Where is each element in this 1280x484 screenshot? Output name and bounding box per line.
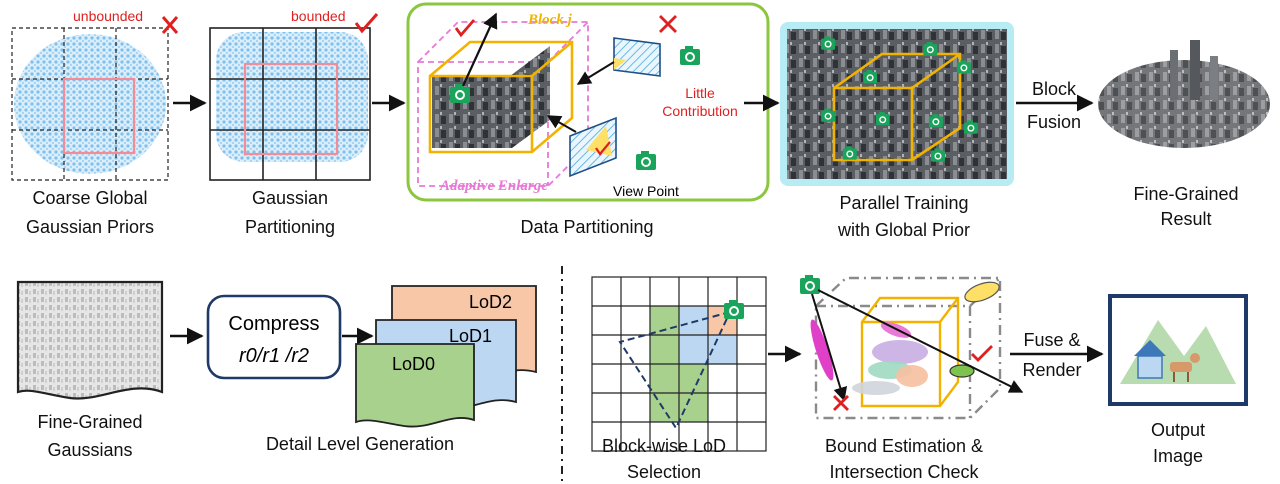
camera-icon [724, 300, 744, 319]
inner-block-box [860, 296, 960, 408]
cross-mark-icon [161, 16, 179, 34]
cross-mark-icon [659, 15, 677, 33]
compress-formula: r0/r1 /r2 [239, 345, 309, 367]
fuse-render-1: Fuse & [1023, 330, 1080, 350]
tower [1190, 40, 1200, 100]
view-ray [817, 289, 1024, 393]
fine-gauss-caption-1: Fine-Grained [37, 412, 142, 432]
blockwise-caption-2: Selection [627, 462, 701, 482]
blockwise-caption-1: Block-wise LoD [602, 436, 726, 456]
gaussian-ellipse [896, 365, 928, 387]
goat-head [1190, 353, 1200, 363]
output-image-panel: Output Image [1108, 294, 1248, 466]
coarse-caption-2: Gaussian Priors [26, 217, 154, 237]
adaptive-enlarge-label: Adaptive Enlarge [439, 178, 548, 194]
view-ray [576, 61, 615, 85]
unbounded-tag: unbounded [73, 8, 143, 24]
coarse-caption-1: Coarse Global [32, 188, 147, 208]
gauss-part-caption-2: Partitioning [245, 217, 335, 237]
data-partition-panel: Block j Little Contribution Adaptive Enl… [406, 2, 770, 237]
gaussian-ellipse [810, 319, 834, 381]
fine-gaussians-panel: Fine-Grained Gaussians [16, 280, 164, 460]
data-part-caption: Data Partitioning [520, 217, 653, 237]
goat-legs [1173, 372, 1189, 382]
view-point-label: View Point [613, 183, 679, 199]
coarse-priors-panel: unbounded Coarse Global Gaussian Priors [11, 8, 179, 237]
output-caption-1: Output [1151, 420, 1205, 440]
block-fusion-1: Block [1032, 79, 1077, 99]
detail-level-caption: Detail Level Generation [266, 434, 454, 454]
lod1-label: LoD1 [449, 326, 492, 346]
view-ray [546, 115, 577, 133]
compress-frame [206, 294, 342, 380]
fuse-render-2: Render [1022, 360, 1081, 380]
blockwise-selection-panel: Block-wise LoD Selection [591, 276, 767, 482]
bound-caption-2: Intersection Check [829, 462, 979, 482]
gaussian-ellipse [852, 381, 900, 395]
city-render [787, 29, 1007, 179]
view-ray [462, 12, 498, 87]
little-contribution-1: Little [685, 85, 715, 101]
training-block-box [832, 52, 962, 162]
target-block [62, 77, 136, 155]
compress-box: Compress r0/r1 /r2 [206, 294, 342, 380]
image-overlap [614, 58, 626, 70]
gaussian-partition-panel: bounded Gaussian Partitioning [209, 8, 379, 237]
fine-gauss-caption-2: Gaussians [47, 440, 132, 460]
gaussian-ellipse [949, 364, 975, 378]
result-caption-2: Result [1160, 209, 1211, 229]
camera-icon [800, 275, 820, 294]
lod0-label: LoD0 [392, 354, 435, 374]
check-mark-icon [354, 13, 379, 34]
little-contribution-2: Contribution [662, 103, 738, 119]
output-caption-2: Image [1153, 446, 1203, 466]
tower [1210, 56, 1218, 100]
bounded-point-cloud [216, 32, 368, 162]
parallel-training-panel: Parallel Training with Global Prior [780, 22, 1014, 240]
target-block [243, 62, 339, 156]
check-mark-icon [595, 141, 611, 156]
gauss-part-caption-1: Gaussian [252, 188, 328, 208]
bound-estimation-panel: Bound Estimation & Intersection Check [800, 275, 1024, 482]
check-mark-icon [971, 345, 993, 362]
result-caption-1: Fine-Grained [1133, 184, 1238, 204]
parallel-caption-2: with Global Prior [837, 220, 970, 240]
block-j-box [428, 40, 574, 154]
cross-mark-icon [833, 395, 849, 411]
gaussian-document [16, 280, 164, 400]
block-fusion-2: Fusion [1027, 112, 1081, 132]
view-frustum [618, 310, 732, 431]
block-j-label: Block j [527, 12, 573, 28]
check-mark-icon [454, 19, 476, 38]
house-roof [1134, 340, 1166, 356]
bound-caption-1: Bound Estimation & [825, 436, 983, 456]
view-ray [811, 293, 848, 402]
compress-title: Compress [228, 313, 319, 335]
image-plane [613, 37, 661, 77]
fine-grained-result-panel: Fine-Grained Result [1098, 40, 1270, 229]
bounded-tag: bounded [291, 8, 346, 24]
tower [1170, 50, 1178, 100]
lod-stack: LoD2 LoD1 LoD0 [355, 285, 537, 428]
gaussian-ellipse [872, 340, 928, 364]
city-block [432, 46, 550, 148]
house-body [1137, 355, 1163, 379]
result-city [1098, 60, 1270, 148]
gaussian-ellipse [964, 281, 1000, 303]
lod2-label: LoD2 [469, 292, 512, 312]
goat-body [1170, 362, 1192, 372]
coarse-point-cloud [14, 34, 166, 174]
lod0-sheet [355, 343, 475, 428]
parallel-caption-1: Parallel Training [839, 193, 968, 213]
